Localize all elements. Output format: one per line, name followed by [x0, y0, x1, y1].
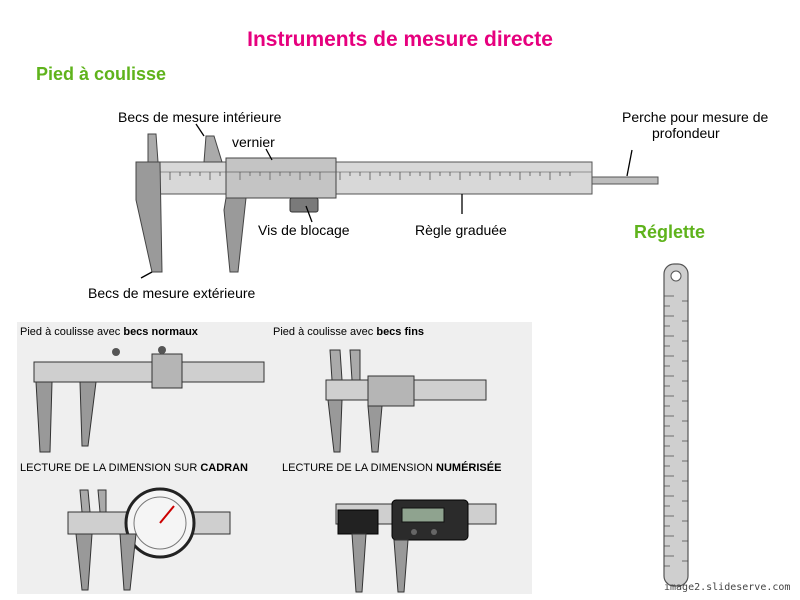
moving-inner-jaw [203, 135, 223, 163]
image-credit: image2.slideserve.com [664, 582, 791, 593]
caption-dial-reading: LECTURE DE LA DIMENSION SUR CADRAN [20, 462, 248, 474]
caliper-dial-image [67, 487, 231, 591]
section-title-caliper: Pied à coulisse [36, 64, 167, 84]
section-title-ruler: Réglette [634, 222, 706, 242]
vernier-graduations [239, 172, 321, 180]
caption-fine-jaws: Pied à coulisse avec becs fins [273, 326, 425, 338]
main-beam [135, 161, 593, 195]
caption-normal-jaws: Pied à coulisse avec becs normaux [20, 326, 198, 338]
label-outer-jaws: Becs de mesure extérieure [88, 285, 256, 301]
steel-rule [663, 263, 689, 587]
label-lock-screw: Vis de blocage [258, 222, 350, 238]
caliper-digital-image [335, 499, 497, 593]
moving-outer-jaw [223, 197, 247, 273]
steel-rule-graduations [664, 295, 688, 567]
caption-digital-reading: LECTURE DE LA DIMENSION NUMÉRISÉE [282, 462, 502, 474]
label-depth-rod-line1: Perche pour mesure de [622, 109, 769, 125]
label-vernier: vernier [232, 134, 275, 150]
label-depth-rod-line2: profondeur [652, 125, 720, 141]
page-title: Instruments de mesure directe [247, 28, 553, 51]
label-inner-jaws: Becs de mesure intérieure [118, 109, 282, 125]
depth-rod [591, 176, 659, 185]
beam-graduations [169, 172, 571, 180]
vernier-slider [225, 157, 337, 199]
lock-screw [289, 197, 319, 213]
fixed-inner-jaw [147, 133, 159, 163]
caliper-normal-jaws-image [33, 346, 265, 453]
caliper-fine-jaws-image [325, 349, 487, 453]
label-graduated-rule: Règle graduée [415, 222, 507, 238]
